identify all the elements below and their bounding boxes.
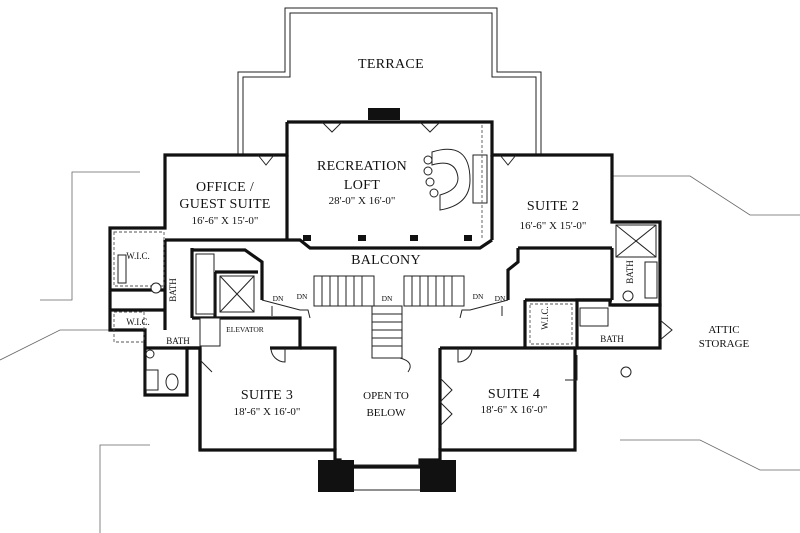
doors — [199, 319, 673, 427]
roof-outline — [0, 171, 800, 533]
exterior-walls — [108, 120, 662, 492]
terrace-label: TERRACE — [358, 57, 424, 72]
fixtures — [113, 224, 658, 391]
wic-label-suite4: W.I.C. — [540, 306, 550, 329]
labels: TERRACE RECREATION LOFT 28'-0" X 16'-0" … — [126, 57, 749, 419]
suite4-label: SUITE 4 — [488, 387, 540, 402]
dn-label-right-stair: DN — [473, 292, 484, 301]
suite3-label: SUITE 3 — [241, 388, 293, 403]
open-label-line2: BELOW — [366, 407, 406, 419]
bath-label-suite3: BATH — [166, 336, 190, 346]
bath-label-office: BATH — [168, 278, 178, 302]
elevator-label: ELEVATOR — [226, 325, 264, 334]
attic-label-line2: STORAGE — [699, 338, 750, 350]
suite4-dimensions: 18'-6" X 16'-0" — [481, 404, 548, 416]
bath-label-suite2: BATH — [625, 260, 635, 284]
office-label-line1: OFFICE / — [196, 180, 254, 195]
recreation-dimensions: 28'-0" X 16'-0" — [329, 195, 396, 207]
stairs — [261, 275, 509, 373]
terrace-railing — [237, 7, 542, 155]
dn-label-right: DN — [495, 294, 506, 303]
bath-label-suite4: BATH — [600, 334, 624, 344]
attic-label-line1: ATTIC — [708, 324, 739, 336]
recreation-label-line1: RECREATION — [317, 159, 407, 174]
wic-label-office: W.I.C. — [126, 251, 149, 261]
suite3-dimensions: 18'-6" X 16'-0" — [234, 406, 301, 418]
dn-label-left-stair: DN — [297, 292, 308, 301]
wic-label-suite3: W.I.C. — [126, 317, 149, 327]
recreation-details — [257, 121, 517, 241]
recreation-label-line2: LOFT — [344, 178, 380, 193]
dn-label-center: DN — [382, 294, 393, 303]
dn-label-left: DN — [273, 294, 284, 303]
office-dimensions: 16'-6" X 15'-0" — [192, 215, 259, 227]
balcony-label: BALCONY — [351, 253, 421, 268]
suite2-label: SUITE 2 — [527, 199, 579, 214]
office-label-line2: GUEST SUITE — [179, 197, 270, 212]
open-label-line1: OPEN TO — [363, 390, 409, 402]
suite2-dimensions: 16'-6" X 15'-0" — [520, 220, 587, 232]
